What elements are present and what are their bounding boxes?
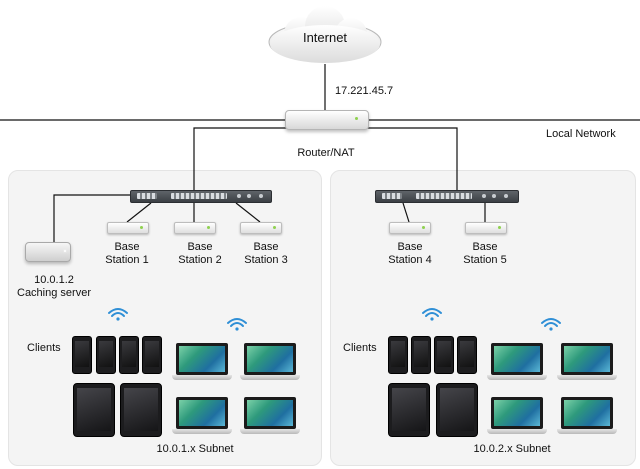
base-station-4-label: Base Station 4	[380, 241, 440, 267]
base-station-5-icon	[465, 222, 507, 234]
base-station-1-label: Base Station 1	[97, 241, 157, 267]
iphone-icon	[142, 336, 162, 374]
base-station-5-label: Base Station 5	[455, 241, 515, 267]
base-station-2-line1: Base	[187, 241, 213, 253]
laptop-icon	[240, 397, 300, 435]
base-station-2-line2: Station 2	[178, 254, 222, 266]
laptop-icon	[240, 343, 300, 381]
wifi-icon	[541, 318, 561, 331]
iphone-icon	[411, 336, 431, 374]
router-label: Router/NAT	[297, 147, 355, 159]
base-station-4-line2: Station 4	[388, 254, 432, 266]
base-station-4-line1: Base	[397, 241, 423, 253]
iphone-icon	[72, 336, 92, 374]
base-station-5-line1: Base	[472, 241, 498, 253]
base-station-4-icon	[389, 222, 431, 234]
laptop-icon	[557, 397, 617, 435]
clients-label-2: Clients	[343, 342, 377, 354]
subnet-1-label: 10.0.1.x Subnet	[156, 443, 234, 455]
iphone-icon	[96, 336, 116, 374]
laptop-icon	[172, 397, 232, 435]
ipad-icon	[436, 383, 478, 437]
switch-1-to-bs1-line	[126, 202, 152, 223]
internet-label: Internet	[302, 30, 348, 45]
router-to-switch-2-line	[363, 127, 458, 191]
base-station-3-icon	[240, 222, 282, 234]
mac-mini-icon	[25, 242, 71, 262]
iphone-icon	[388, 336, 408, 374]
laptop-icon	[487, 397, 547, 435]
base-station-3-line2: Station 3	[244, 254, 288, 266]
cloud-icon	[268, 6, 382, 63]
ipad-icon	[388, 383, 430, 437]
base-station-3-line1: Base	[253, 241, 279, 253]
local-network-label: Local Network	[546, 128, 616, 140]
iphone-icon	[434, 336, 454, 374]
switch-1-icon	[130, 190, 272, 203]
router-to-switch-1-line	[193, 127, 287, 191]
base-station-1-line1: Base	[114, 241, 140, 253]
laptop-icon	[487, 343, 547, 381]
switch-2-to-bs4-line	[402, 202, 410, 223]
wifi-icon	[227, 318, 247, 331]
iphone-icon	[457, 336, 477, 374]
router-icon	[285, 110, 369, 130]
subnet-2-label: 10.0.2.x Subnet	[473, 443, 551, 455]
wifi-icon	[422, 308, 442, 321]
laptop-icon	[557, 343, 617, 381]
wan-ip-label: 17.221.45.7	[335, 85, 394, 97]
switch-2-icon	[375, 190, 519, 203]
base-station-5-line2: Station 5	[463, 254, 507, 266]
caching-server-label: Caching server	[17, 287, 91, 299]
base-station-2-icon	[174, 222, 216, 234]
ipad-icon	[73, 383, 115, 437]
iphone-icon	[119, 336, 139, 374]
base-station-1-line2: Station 1	[105, 254, 149, 266]
laptop-icon	[172, 343, 232, 381]
base-station-1-icon	[107, 222, 149, 234]
caching-server-ip: 10.0.1.2	[34, 274, 74, 286]
switch-to-caching-server-line	[53, 194, 132, 243]
base-station-3-label: Base Station 3	[236, 241, 296, 267]
clients-label-1: Clients	[27, 342, 61, 354]
wifi-icon	[108, 308, 128, 321]
ipad-icon	[120, 383, 162, 437]
switch-1-to-bs3-line	[235, 202, 261, 223]
base-station-2-label: Base Station 2	[170, 241, 230, 267]
